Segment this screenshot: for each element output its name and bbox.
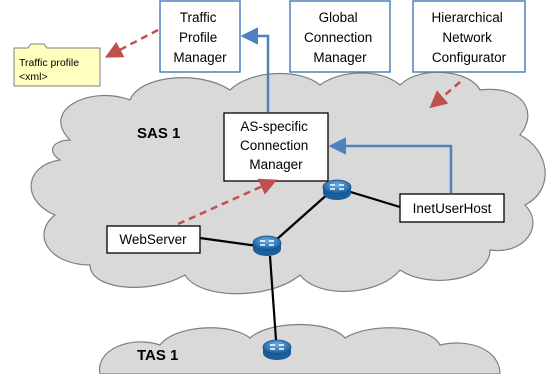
traffic-profile-manager-box: Traffic Profile Manager xyxy=(159,0,241,73)
sas-cloud xyxy=(30,71,546,295)
inetuserhost-to-as-manager-arrow xyxy=(328,137,453,193)
tas-cloud xyxy=(99,324,501,374)
router-icon xyxy=(322,179,352,200)
as-manager-to-profile-manager-arrow xyxy=(240,27,270,112)
as-connection-manager-line-2: Connection xyxy=(240,138,308,153)
traffic-profile-note-line-1: Traffic profile xyxy=(19,57,79,69)
inetuserhost-box: InetUserHost xyxy=(399,193,505,223)
traffic-profile-manager-line-1: Traffic xyxy=(180,10,217,25)
webserver-box: WebServer xyxy=(106,225,201,254)
traffic-profile-note-line-2: <xml> xyxy=(19,71,48,83)
svg-text:Traffic Profile Ma: Traffic Profile Manager xyxy=(173,10,227,65)
traffic-profile-manager-line-3: Manager xyxy=(173,50,227,65)
link-router-router xyxy=(275,191,331,241)
inetuserhost-label: InetUserHost xyxy=(413,201,492,216)
network-links xyxy=(199,188,401,341)
configurator-to-cloud-arrow xyxy=(429,81,461,109)
webserver-label: WebServer xyxy=(119,232,187,247)
global-connection-manager-line-3: Manager xyxy=(313,50,367,65)
svg-text:AS-specific Connection: AS-specific Connection Manager xyxy=(240,119,312,172)
hierarchical-network-configurator-line-3: Configurator xyxy=(432,50,507,65)
hierarchical-network-configurator-box: Hierarchical Network Configurator xyxy=(412,0,526,73)
global-connection-manager-line-2: Connection xyxy=(304,30,372,45)
traffic-profile-manager-line-2: Profile xyxy=(179,30,217,45)
global-connection-manager-line-1: Global xyxy=(319,10,358,25)
webserver-to-as-manager-arrow xyxy=(177,178,278,226)
sas-label: SAS 1 xyxy=(137,125,180,142)
as-specific-connection-manager-box: AS-specific Connection Manager xyxy=(223,112,329,182)
as-connection-manager-line-3: Manager xyxy=(249,157,303,172)
tas-label: TAS 1 xyxy=(137,347,178,364)
link-router-tas-router xyxy=(268,255,278,341)
global-connection-manager-box: Global Connection Manager xyxy=(289,0,391,73)
svg-text:Traffic profile <xml>: Traffic profile <xml> xyxy=(19,57,82,83)
link-webserver-router xyxy=(199,236,259,248)
link-router-inetuserhost xyxy=(343,188,401,209)
hierarchical-network-configurator-line-1: Hierarchical xyxy=(431,10,502,25)
xml-file-icon: Traffic profile <xml> xyxy=(13,43,101,87)
router-icon xyxy=(262,339,292,360)
svg-text:Global Connection: Global Connection Manager xyxy=(304,10,376,65)
hierarchical-network-configurator-line-2: Network xyxy=(442,30,492,45)
router-icon xyxy=(252,235,282,256)
as-connection-manager-line-1: AS-specific xyxy=(240,119,308,134)
svg-text:Hierarchical Network: Hierarchical Network Configurator xyxy=(431,10,506,65)
profile-to-xml-arrow xyxy=(104,28,159,58)
